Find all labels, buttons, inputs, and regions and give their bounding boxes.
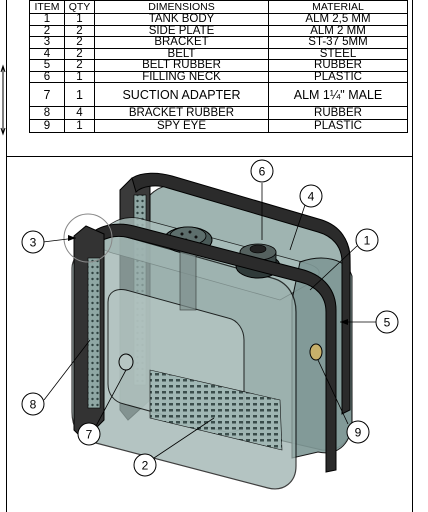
callout-label: 2: [142, 459, 149, 473]
callout-3: 3: [21, 230, 45, 254]
callout-7: 7: [77, 422, 101, 446]
callout-label: 7: [86, 428, 93, 442]
callout-1: 1: [355, 228, 379, 252]
callout-label: 5: [384, 316, 391, 330]
leader-lines: [42, 183, 377, 459]
detail-circle: [63, 213, 113, 263]
callout-label: 9: [355, 426, 362, 440]
header-item: ITEM: [29, 0, 65, 14]
header-material: MATERIAL: [268, 0, 408, 14]
cell-item: 3: [29, 36, 65, 49]
callout-label: 3: [30, 236, 37, 250]
cell-qty: 1: [64, 82, 95, 107]
callout-6: 6: [250, 159, 274, 183]
bom-table: ITEM QTY DIMENSIONS MATERIAL 1 1 TANK BO…: [29, 0, 408, 133]
right-frame-line: [412, 0, 413, 512]
callout-9: 9: [346, 420, 370, 444]
table-row: 2 2 SIDE PLATE ALM 2 MM: [29, 24, 408, 37]
cell-material: STEEL: [268, 47, 408, 60]
bom-header-row: ITEM QTY DIMENSIONS MATERIAL: [29, 0, 408, 14]
callout-label: 4: [308, 190, 315, 204]
table-row: 4 2 BELT STEEL: [29, 47, 408, 60]
callout-8: 8: [21, 392, 45, 416]
cell-material: ALM 2 MM: [268, 24, 408, 37]
edge-dimension-mark: [0, 64, 6, 136]
left-frame-line: [6, 0, 7, 512]
cell-material: ST-37 5MM: [268, 36, 408, 49]
callout-5: 5: [375, 310, 399, 334]
table-row: 5 2 BELT RUBBER RUBBER: [29, 59, 408, 72]
callout-label: 8: [30, 398, 37, 412]
table-bottom-line: [6, 156, 413, 157]
front-bracket: [73, 225, 105, 441]
suction-adapter: [118, 353, 134, 371]
callout-label: 6: [259, 165, 266, 179]
cell-dimension: SPY EYE: [94, 119, 269, 133]
spy-eye: [309, 343, 323, 361]
table-row: 9 1 SPY EYE PLASTIC: [29, 119, 408, 133]
belt-back: [131, 172, 351, 415]
callout-2: 2: [133, 453, 157, 477]
cell-material: PLASTIC: [268, 119, 408, 133]
header-qty: QTY: [64, 0, 95, 14]
belt-front: [87, 223, 337, 473]
callout-4: 4: [299, 184, 323, 208]
leader-arrows: [68, 235, 348, 325]
header-dimensions: DIMENSIONS: [94, 0, 269, 14]
tank-front-face: [71, 232, 297, 490]
table-row: 3 2 BRACKET ST-37 5MM: [29, 36, 408, 49]
cell-material: ALM 1¼" MALE: [268, 82, 408, 107]
callout-label: 1: [364, 234, 371, 248]
